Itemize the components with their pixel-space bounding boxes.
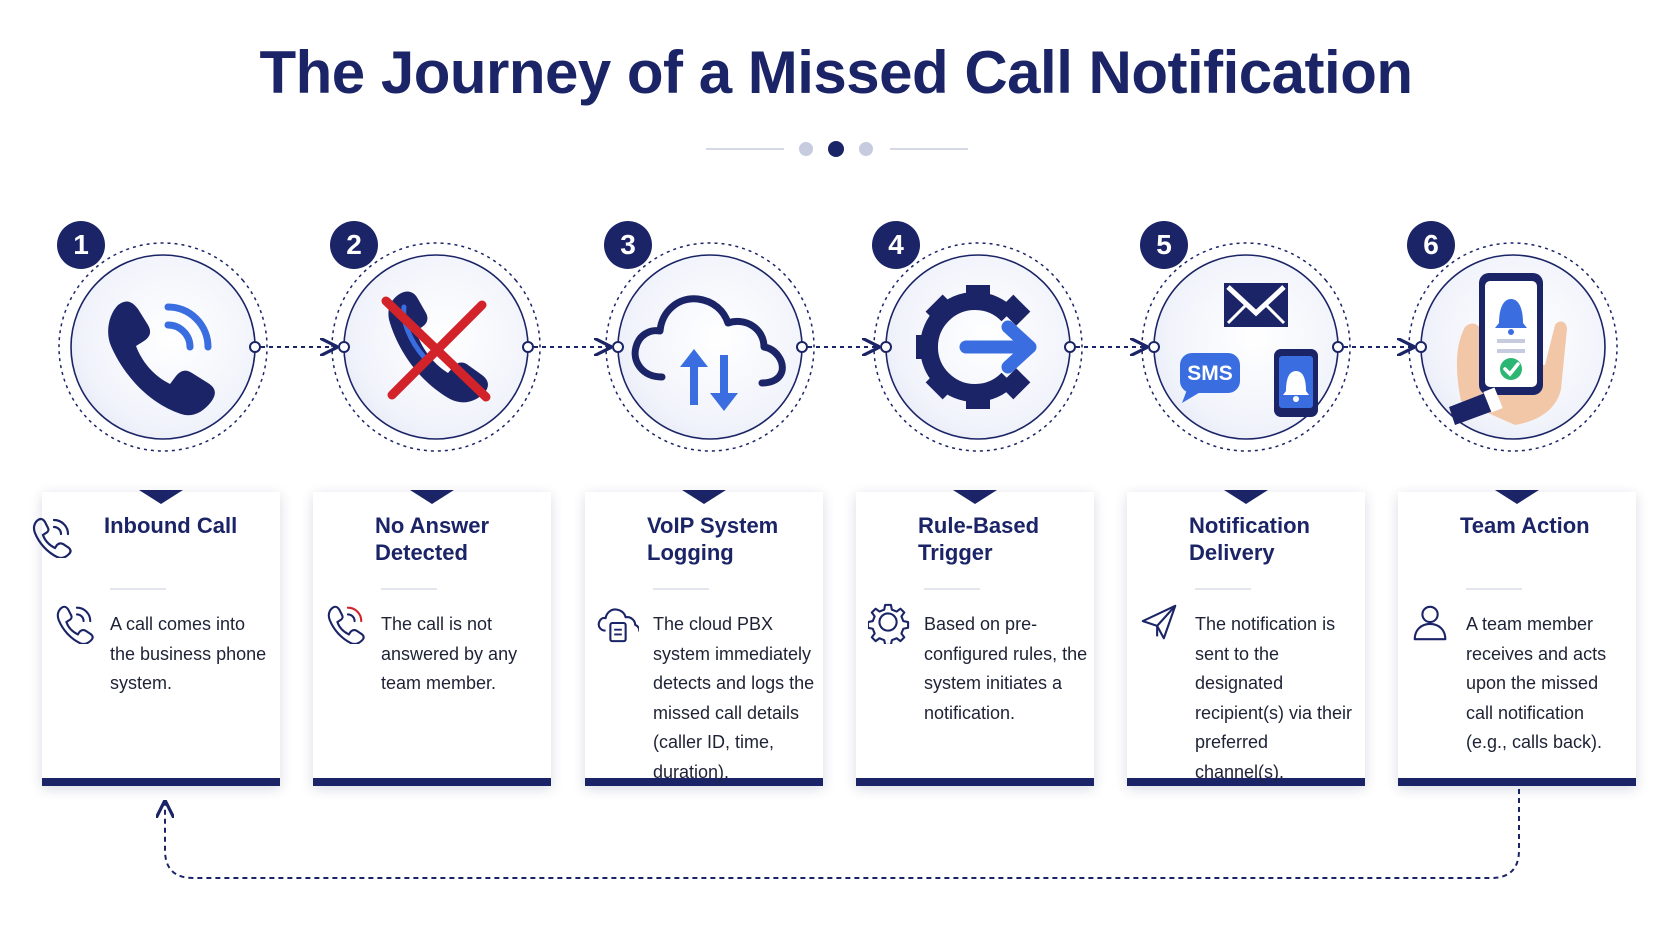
cloud-document-icon: [597, 608, 639, 643]
step-connector: [796, 342, 892, 352]
step-connector: [249, 342, 350, 352]
step-description: A call comes into the business phone sys…: [110, 614, 267, 693]
step-title: Team Action: [1460, 513, 1590, 538]
step-title: Notification Delivery: [1189, 513, 1310, 565]
card-notch: [139, 490, 183, 504]
feedback-loop-arrow: [165, 789, 1520, 879]
step-number-badge: 4: [872, 221, 920, 269]
svg-text:SMS: SMS: [1187, 362, 1233, 385]
step-title: Rule-Based Trigger: [918, 513, 1040, 565]
step-number-badge: 5: [1140, 221, 1188, 269]
step-description: Based on pre-configured rules, the syste…: [924, 614, 1088, 723]
step-card-4: Rule-Based Trigger Based on pre-configur…: [856, 490, 1094, 786]
step-card-3: VoIP System Logging The cloud PBX system…: [585, 490, 823, 786]
card-notch: [410, 490, 454, 504]
page-title: The Journey of a Missed Call Notificatio…: [259, 39, 1413, 106]
divider: [1195, 588, 1251, 590]
step-number-badge: 1: [57, 221, 105, 269]
step-connector: [522, 342, 624, 352]
step-number-badge: 2: [330, 221, 378, 269]
step-card-5: Notification Delivery The notification i…: [1127, 490, 1365, 786]
step-description: The cloud PBX system immediately detects…: [653, 614, 815, 782]
step-title: No Answer Detected: [375, 513, 490, 565]
cloud-sync-icon: [631, 295, 786, 411]
divider: [653, 588, 709, 590]
divider: [110, 588, 166, 590]
phone-missed-outline-icon: [327, 605, 365, 644]
step-card-1: Inbound Call A call comes into the busin…: [32, 490, 280, 786]
card-notch: [1224, 490, 1268, 504]
step-title: VoIP System Logging: [647, 513, 779, 565]
step-description: The notification is sent to the designat…: [1195, 614, 1353, 782]
gear-outline-icon: [868, 603, 910, 644]
multichannel-icon: SMS: [1180, 283, 1318, 417]
title-divider: [706, 141, 968, 157]
divider: [381, 588, 437, 590]
divider: [924, 588, 980, 590]
step-card-6: Team Action A team member receives and a…: [1398, 490, 1636, 786]
user-outline-icon: [1413, 605, 1447, 641]
hand-phone-icon: [1449, 273, 1567, 425]
step-connector: [1064, 342, 1160, 352]
gear-arrow-icon: [916, 285, 1037, 409]
step-description: A team member receives and acts upon the…: [1466, 614, 1607, 752]
step-description: The call is not answered by any team mem…: [381, 614, 518, 693]
step-number-badge: 6: [1407, 221, 1455, 269]
phone-outline-icon: [32, 517, 72, 558]
card-notch: [682, 490, 726, 504]
divider: [1466, 588, 1522, 590]
step-number-badge: 3: [604, 221, 652, 269]
step-title: Inbound Call: [104, 513, 238, 538]
step-connector: [1332, 342, 1427, 352]
step-card-2: No Answer Detected The call is not answe…: [313, 490, 551, 786]
card-notch: [953, 490, 997, 504]
phone-outline-icon: [56, 605, 94, 644]
phone-ringing-icon: [108, 301, 215, 416]
phone-crossed-icon: [381, 291, 491, 403]
card-notch: [1495, 490, 1539, 504]
paper-plane-icon: [1141, 604, 1177, 640]
